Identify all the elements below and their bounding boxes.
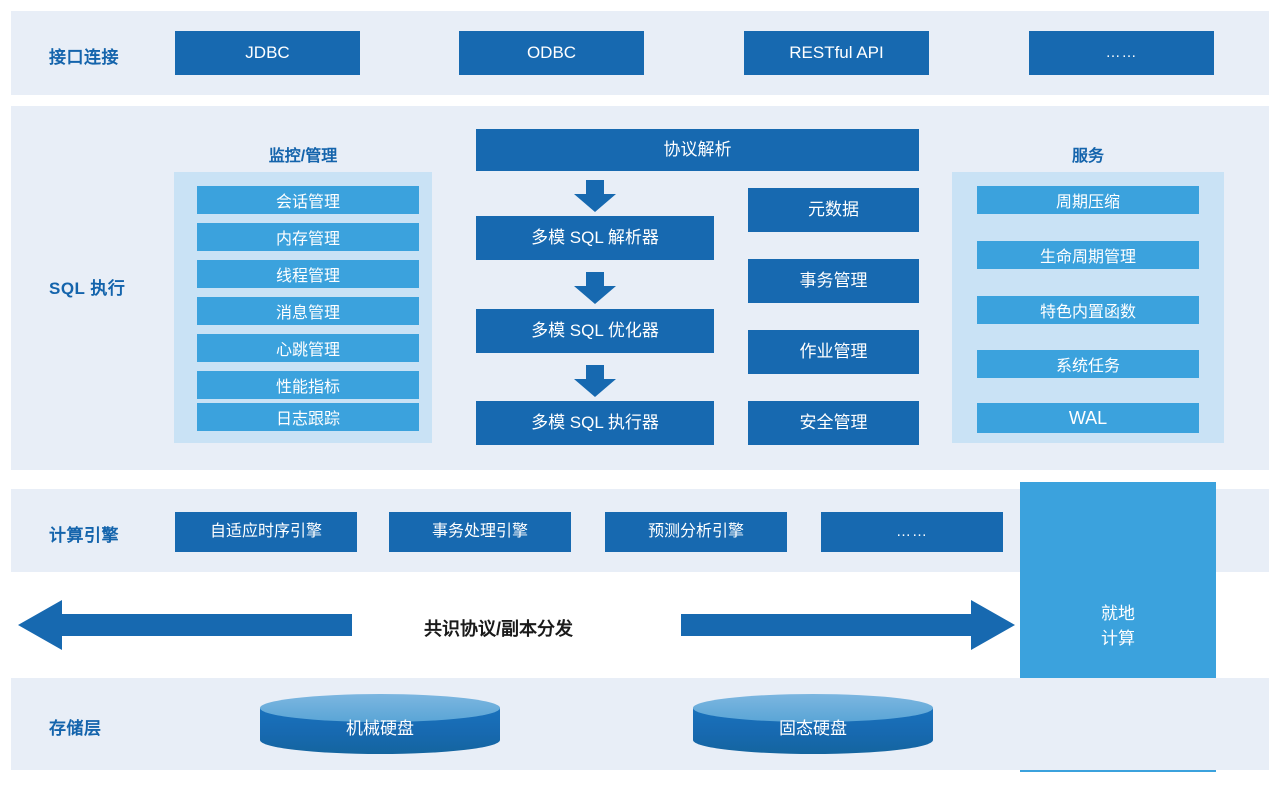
compute-item-more[interactable]: ……	[821, 512, 1003, 552]
ellipsis-icon: ……	[1105, 44, 1138, 62]
monitor-item-log-trace[interactable]: 日志跟踪	[197, 403, 419, 431]
storage-layer-band	[11, 678, 1269, 770]
compute-layer-label: 计算引擎	[49, 526, 119, 545]
monitor-item-label: 会话管理	[275, 194, 340, 211]
monitor-item-performance[interactable]: 性能指标	[197, 371, 419, 399]
monitor-item-message[interactable]: 消息管理	[197, 297, 419, 325]
pipeline-header-label: 协议解析	[663, 140, 732, 160]
monitor-item-heartbeat[interactable]: 心跳管理	[197, 334, 419, 362]
monitor-item-label: 性能指标	[275, 379, 340, 396]
compute-item-label: 预测分析引擎	[647, 522, 744, 540]
consensus-arrow-right	[681, 600, 1015, 650]
compute-item-adaptive-timeseries-engine[interactable]: 自适应时序引擎	[175, 512, 357, 552]
service-item-label: 特色内置函数	[1039, 304, 1136, 321]
interface-item-odbc[interactable]: ODBC	[459, 31, 644, 75]
flow-arrow-down-2	[574, 272, 616, 304]
storage-disk-ssd[interactable]: 固态硬盘	[693, 694, 933, 754]
interface-item-jdbc[interactable]: JDBC	[175, 31, 360, 75]
consensus-arrow-left	[18, 600, 352, 650]
management-item-label: 安全管理	[799, 413, 868, 433]
management-item-label: 作业管理	[799, 342, 868, 362]
service-item-label: WAL	[1068, 407, 1108, 428]
monitor-item-label: 消息管理	[275, 305, 340, 322]
management-item-security[interactable]: 安全管理	[748, 401, 919, 445]
pipeline-header-protocol-parse[interactable]: 协议解析	[476, 129, 919, 171]
management-item-label: 元数据	[808, 200, 859, 220]
monitor-item-thread[interactable]: 线程管理	[197, 260, 419, 288]
ellipsis-icon: ……	[896, 523, 928, 541]
consensus-protocol-label: 共识协议/副本分发	[424, 619, 574, 639]
monitor-item-label: 线程管理	[275, 268, 340, 285]
interface-item-more[interactable]: ……	[1029, 31, 1214, 75]
sql-layer-label: SQL 执行	[49, 279, 126, 298]
compute-item-transaction-engine[interactable]: 事务处理引擎	[389, 512, 571, 552]
interface-item-restful-api[interactable]: RESTful API	[744, 31, 929, 75]
pipeline-stage-label: 多模 SQL 优化器	[531, 321, 659, 341]
management-item-transaction[interactable]: 事务管理	[748, 259, 919, 303]
storage-layer-label: 存储层	[49, 719, 102, 738]
pipeline-stage-label: 多模 SQL 执行器	[531, 413, 659, 433]
interface-layer-label: 接口连接	[49, 48, 119, 67]
service-item-builtin-functions[interactable]: 特色内置函数	[977, 296, 1199, 324]
compute-item-label: 事务处理引擎	[431, 522, 528, 540]
local-compute-label: 就地 计算	[1101, 604, 1135, 648]
monitor-item-label: 内存管理	[275, 231, 340, 248]
service-item-wal[interactable]: WAL	[977, 403, 1199, 433]
service-item-system-tasks[interactable]: 系统任务	[977, 350, 1199, 378]
pipeline-stage-label: 多模 SQL 解析器	[531, 228, 659, 248]
service-item-label: 系统任务	[1055, 358, 1120, 375]
monitor-group-title: 监控/管理	[268, 148, 338, 165]
service-item-label: 周期压缩	[1055, 194, 1120, 211]
management-item-label: 事务管理	[799, 271, 868, 291]
storage-disk-hdd[interactable]: 机械硬盘	[260, 694, 500, 754]
service-item-label: 生命周期管理	[1039, 249, 1136, 266]
management-item-job[interactable]: 作业管理	[748, 330, 919, 374]
management-item-metadata[interactable]: 元数据	[748, 188, 919, 232]
interface-item-label: RESTful API	[789, 43, 884, 63]
pipeline-stage-optimizer[interactable]: 多模 SQL 优化器	[476, 309, 714, 353]
monitor-item-label: 日志跟踪	[275, 411, 340, 428]
compute-item-predictive-analytics-engine[interactable]: 预测分析引擎	[605, 512, 787, 552]
storage-disk-label: 机械硬盘	[346, 719, 414, 738]
storage-disk-label: 固态硬盘	[779, 719, 847, 738]
pipeline-stage-parser[interactable]: 多模 SQL 解析器	[476, 216, 714, 260]
service-item-lifecycle-management[interactable]: 生命周期管理	[977, 241, 1199, 269]
interface-item-label: JDBC	[245, 43, 290, 63]
flow-arrow-down-3	[574, 365, 616, 397]
monitor-item-memory[interactable]: 内存管理	[197, 223, 419, 251]
compute-item-label: 自适应时序引擎	[209, 522, 322, 540]
service-group-title: 服务	[1071, 148, 1104, 165]
monitor-item-label: 心跳管理	[275, 342, 340, 359]
monitor-item-session[interactable]: 会话管理	[197, 186, 419, 214]
service-item-periodic-compression[interactable]: 周期压缩	[977, 186, 1199, 214]
pipeline-stage-executor[interactable]: 多模 SQL 执行器	[476, 401, 714, 445]
flow-arrow-down-1	[574, 180, 616, 212]
interface-item-label: ODBC	[526, 43, 577, 63]
